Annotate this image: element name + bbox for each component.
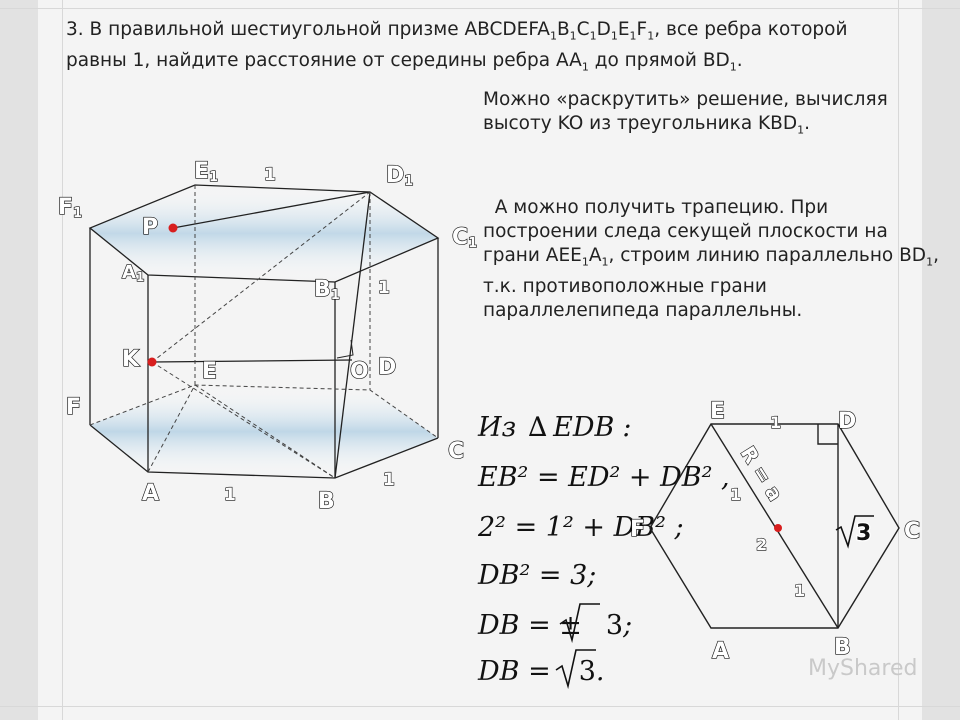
formula-line-5: DB = ±3;	[477, 610, 632, 641]
segment-kb	[151, 361, 336, 479]
formula-line-2: EB² = ED² + DB² ,	[477, 462, 730, 493]
label-a1: A1	[122, 262, 144, 284]
label-b1: B1	[314, 277, 340, 303]
hex-label-e: E	[710, 399, 725, 424]
hex-sqrt3-label: 3	[835, 515, 874, 549]
label-o: O	[350, 359, 369, 384]
sqrt-sign-3	[835, 515, 874, 549]
segment-bd1	[334, 191, 371, 479]
decor-line	[898, 0, 899, 720]
segment-pd1	[172, 191, 371, 229]
hex-length-1-lower: 1	[794, 581, 805, 600]
formula-line-6: DB =3.	[477, 656, 604, 687]
formula-line-3: 2² = 1² + DB² ;	[477, 512, 684, 543]
point-p	[168, 223, 178, 233]
sqrt-sign-2	[555, 649, 596, 690]
label-d: D	[378, 355, 396, 380]
diagonal-eb	[710, 423, 839, 629]
note-trapezoid: А можно получить трапецию. При построени…	[483, 197, 939, 321]
point-k	[147, 357, 157, 367]
label-b: B	[318, 489, 335, 514]
hexagon-center-point	[774, 524, 782, 532]
label-c: C	[448, 439, 464, 464]
right-angle-mark	[336, 339, 354, 359]
label-f1: F1	[58, 195, 82, 221]
sqrt-sign-1	[559, 603, 600, 644]
length-bottom-edge: 1	[383, 470, 395, 490]
svg-text:3: 3	[856, 521, 871, 546]
label-a: A	[142, 481, 159, 506]
hex-label-d: D	[838, 409, 856, 434]
prism-top-face	[90, 185, 438, 282]
label-c1: C1	[452, 225, 477, 251]
hex-label-b: B	[834, 635, 851, 660]
hexagon-right-angle-mark	[817, 424, 838, 445]
hex-label-a: A	[712, 639, 729, 664]
formula-block: Из∆EDB: EB² = ED² + DB² , 2² = 1² + DB² …	[477, 412, 730, 690]
hex-length-2: 2	[756, 535, 767, 554]
hex-length-ed: 1	[770, 413, 781, 432]
prism-bottom-face	[90, 385, 438, 478]
segment-ko	[151, 359, 353, 363]
watermark: MyShared	[808, 656, 918, 681]
left-decor-stripe	[0, 0, 38, 720]
length-top-edge: 1	[264, 165, 276, 185]
hex-radius-label: R = a	[736, 442, 788, 505]
length-front-edge: 1	[224, 485, 236, 505]
prism-diagram: E1 D1 F1 C1 A1 B1 P K E O D F C A B 1 1 …	[57, 158, 478, 514]
decor-line	[0, 706, 960, 707]
bottom-hidden-edges	[89, 384, 439, 439]
hex-label-f: F	[630, 517, 645, 542]
label-p: P	[142, 215, 158, 240]
note-height-ko: Можно «раскрутить» решение, вычисляя выс…	[483, 89, 888, 137]
task-statement: 3. В правильной шестиугольной призме ABC…	[66, 19, 848, 74]
decor-line	[0, 8, 960, 9]
formula-line-1: Из∆EDB:	[477, 412, 631, 443]
label-e: E	[202, 359, 217, 384]
label-e1: E1	[194, 159, 218, 185]
segment-eb	[194, 384, 336, 479]
hex-length-1-upper: 1	[730, 485, 741, 504]
length-side-edge: 1	[378, 278, 390, 298]
formula-line-4: DB² = 3;	[477, 560, 596, 591]
label-f: F	[66, 395, 81, 420]
hex-label-c: C	[904, 519, 920, 544]
decor-line	[62, 0, 63, 720]
bottom-visible-edges	[89, 424, 439, 479]
label-k: K	[122, 347, 140, 372]
label-d1: D1	[386, 163, 413, 189]
segment-ae	[147, 384, 196, 473]
right-decor-stripe	[922, 0, 960, 720]
